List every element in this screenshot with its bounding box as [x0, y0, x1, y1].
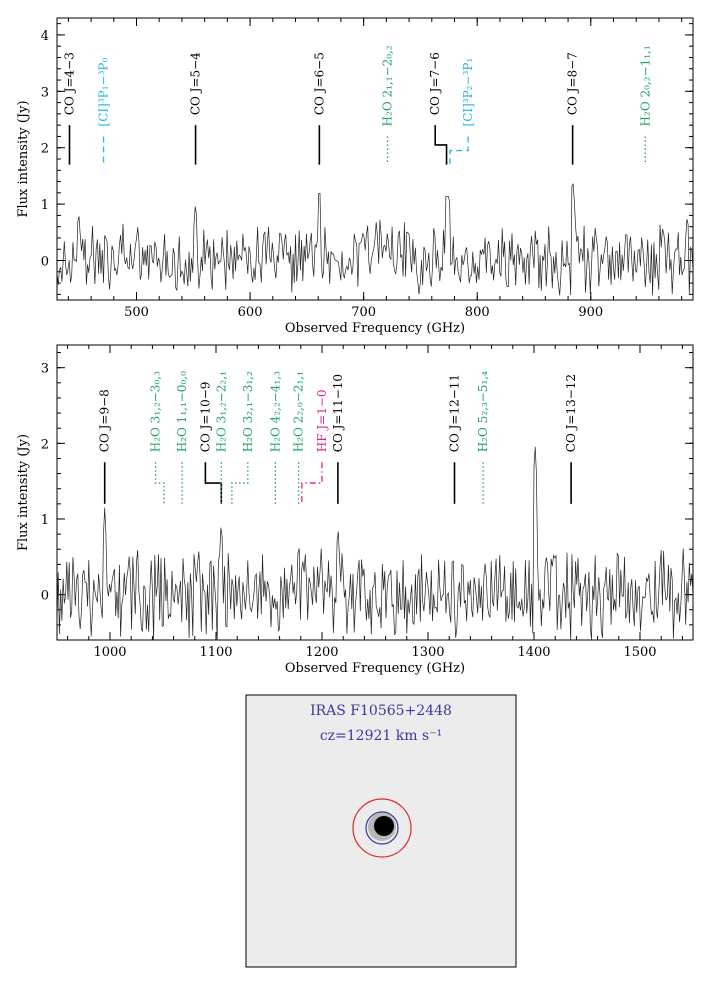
line-label: CO J=9−8: [98, 389, 112, 452]
line-label: CO J=4−3: [62, 52, 76, 115]
line-label: CO J=8−7: [566, 52, 580, 115]
source-name: IRAS F10565+2448: [310, 703, 452, 719]
line-label: CO J=5−4: [189, 52, 203, 115]
spectrum-line: [57, 183, 693, 296]
line-label: H₂O 2₂,₀−2₁,₁: [292, 371, 306, 452]
line-label: CO J=6−5: [312, 52, 326, 115]
y-tick-label: 1: [41, 513, 49, 528]
spectrum-line: [57, 446, 693, 640]
y-tick-label: 3: [41, 85, 49, 100]
x-axis-label: Observed Frequency (GHz): [285, 321, 465, 336]
image-panel: IRAS F10565+2448 cz=12921 km s⁻¹: [245, 694, 517, 968]
x-tick-label: 1000: [93, 645, 126, 660]
line-label: H₂O 2₀,₂−1₁,₁: [638, 45, 652, 126]
x-tick-label: 700: [351, 305, 376, 320]
line-label: H₂O 1₁,₁−0₀,₀: [175, 371, 189, 452]
x-tick-label: 900: [578, 305, 603, 320]
line-marker: [301, 462, 323, 504]
y-axis-label: Flux intensity (Jy): [16, 100, 31, 217]
line-marker: [204, 462, 223, 504]
y-tick-label: 4: [41, 29, 49, 44]
source-blob: [374, 816, 394, 836]
x-tick-label: 500: [124, 305, 149, 320]
line-label: H₂O 4₂,₂−4₁,₃: [268, 371, 282, 452]
line-marker: [449, 136, 469, 165]
y-tick-label: 2: [41, 142, 49, 157]
y-tick-label: 1: [41, 198, 49, 213]
inner-aperture-circle: [365, 811, 399, 845]
line-marker: [434, 125, 448, 165]
x-tick-label: 600: [238, 305, 263, 320]
x-tick-label: 1500: [623, 645, 656, 660]
line-marker: [154, 462, 165, 504]
line-label: CO J=7−6: [428, 52, 442, 115]
outer-aperture-circle: [352, 798, 412, 858]
line-label: H₂O 3₂,₁−3₁,₂: [241, 371, 255, 452]
x-tick-label: 1400: [517, 645, 550, 660]
line-label: CO J=11−10: [331, 374, 345, 452]
line-label: CO J=13−12: [564, 374, 578, 452]
y-tick-label: 2: [41, 437, 49, 452]
redshift-label: cz=12921 km s⁻¹: [320, 728, 442, 744]
line-label: [CI]³P₁−³P₀: [97, 58, 111, 127]
y-tick-label: 0: [41, 589, 49, 604]
x-tick-label: 1100: [199, 645, 232, 660]
y-tick-label: 0: [41, 255, 49, 270]
line-label: HF J=1−0: [315, 389, 329, 452]
line-label: [CI]³P₂−³P₁: [461, 58, 475, 127]
line-label: CO J=12−11: [448, 374, 462, 452]
line-label: H₂O 3₁,₂−2₂,₁: [214, 371, 228, 452]
line-label: CO J=10−9: [198, 382, 212, 453]
x-tick-label: 1200: [305, 645, 338, 660]
line-label: H₂O 2₁,₁−2₀,₂: [380, 45, 394, 126]
x-tick-label: 1300: [411, 645, 444, 660]
y-tick-label: 3: [41, 362, 49, 377]
x-axis-label: Observed Frequency (GHz): [285, 661, 465, 676]
plot-frame: [56, 344, 694, 641]
y-axis-label: Flux intensity (Jy): [16, 434, 31, 551]
line-label: H₂O 3₁,₂−3₀,₃: [149, 371, 163, 452]
line-label: H₂O 5₂,₃−5₁,₄: [476, 371, 490, 452]
x-tick-label: 800: [465, 305, 490, 320]
line-marker: [231, 462, 249, 504]
